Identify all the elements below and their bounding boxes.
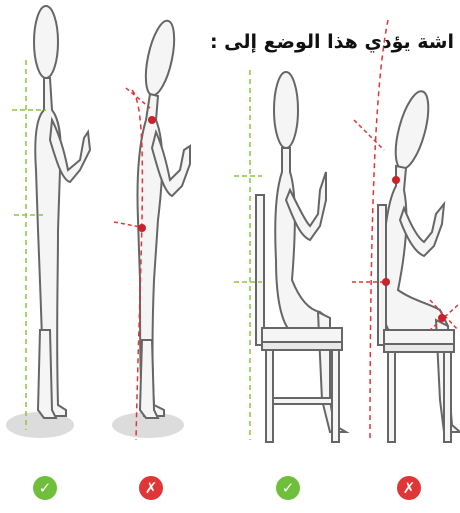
sitting-bad-figure — [352, 20, 460, 442]
standing-bad-figure — [112, 18, 190, 440]
correct-check-icon: ✓ — [276, 476, 300, 500]
standing-good-figure — [6, 6, 90, 438]
correct-check-icon: ✓ — [33, 476, 57, 500]
incorrect-x-icon: ✗ — [139, 476, 163, 500]
incorrect-x-icon: ✗ — [397, 476, 421, 500]
sitting-good-figure — [234, 70, 346, 442]
